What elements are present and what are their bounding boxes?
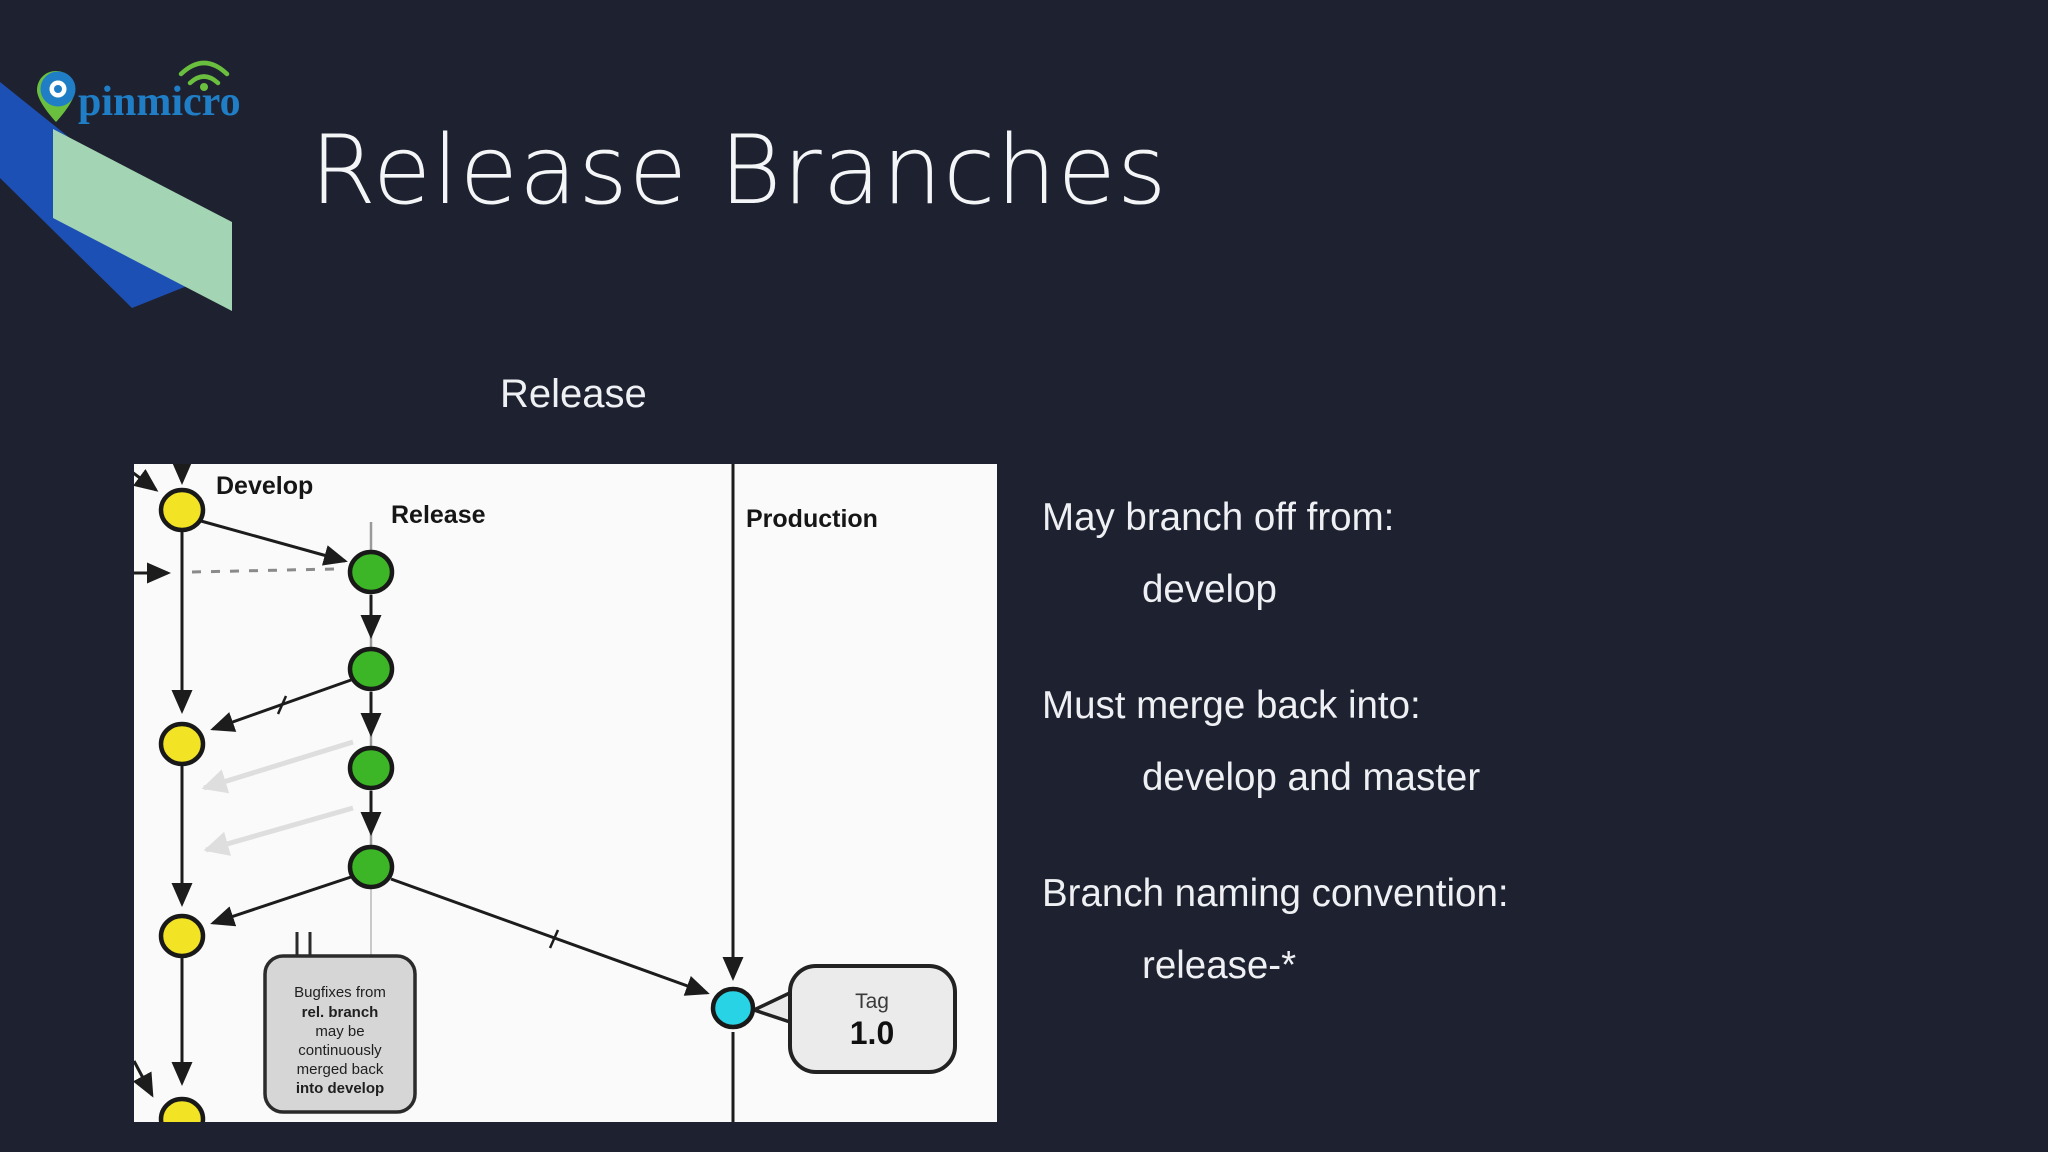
tag-version: 1.0 bbox=[850, 1015, 894, 1051]
tag-callout: Tag 1.0 bbox=[752, 964, 957, 1074]
corner-ribbon bbox=[0, 0, 240, 320]
release-commit bbox=[347, 646, 395, 692]
bugfix-note: Bugfixes from rel. branch may be continu… bbox=[263, 932, 417, 1114]
note-line: may be bbox=[315, 1023, 364, 1040]
release-commit bbox=[347, 745, 395, 791]
develop-commit bbox=[158, 1096, 206, 1122]
release-commit bbox=[347, 549, 395, 595]
bullet-group: May branch off from: develop bbox=[1042, 482, 1702, 626]
develop-branch-line bbox=[134, 464, 193, 1098]
wifi-signal-icon bbox=[178, 60, 230, 91]
bullet-heading: May branch off from: bbox=[1042, 496, 1395, 539]
bullet-detail: develop bbox=[1142, 568, 1277, 611]
location-pin-icon bbox=[37, 71, 76, 122]
note-box bbox=[263, 954, 417, 1114]
bullet-detail: release-* bbox=[1142, 944, 1297, 987]
column-label-release: Release bbox=[391, 501, 486, 529]
bullet-list: May branch off from: develop Must merge … bbox=[1042, 482, 1702, 1046]
production-commit bbox=[710, 986, 756, 1030]
faded-merge-arrows bbox=[201, 739, 354, 856]
bullet-group: Must merge back into: develop and master bbox=[1042, 670, 1702, 814]
bullet-detail: develop and master bbox=[1142, 756, 1481, 799]
column-label-develop: Develop bbox=[216, 472, 313, 500]
page-title: Release Branches bbox=[310, 116, 1168, 226]
dashed-branch-line bbox=[191, 567, 335, 574]
image-caption: Release bbox=[500, 372, 647, 416]
tag-label: Tag bbox=[855, 990, 889, 1013]
gitflow-diagram: Bugfixes from rel. branch may be continu… bbox=[134, 464, 997, 1122]
bullet-group: Branch naming convention: release-* bbox=[1042, 858, 1702, 1002]
note-line: into develop bbox=[296, 1080, 384, 1097]
develop-commit bbox=[158, 721, 206, 767]
callout-bubble bbox=[788, 964, 957, 1074]
note-line: continuously bbox=[298, 1042, 382, 1059]
column-label-production: Production bbox=[746, 505, 878, 533]
note-line: merged back bbox=[297, 1061, 384, 1078]
release-commits bbox=[347, 549, 395, 890]
note-line: rel. branch bbox=[302, 1004, 379, 1021]
logo: pinmicro bbox=[36, 60, 256, 125]
note-line: Bugfixes from bbox=[294, 984, 386, 1001]
logo-brand-text: pinmicro bbox=[78, 79, 241, 125]
develop-commit bbox=[158, 487, 206, 533]
develop-commit bbox=[158, 913, 206, 959]
develop-commits bbox=[158, 487, 206, 1122]
commit-arrows bbox=[200, 519, 710, 996]
bullet-heading: Must merge back into: bbox=[1042, 684, 1421, 727]
bullet-heading: Branch naming convention: bbox=[1042, 872, 1509, 915]
release-commit bbox=[347, 844, 395, 890]
